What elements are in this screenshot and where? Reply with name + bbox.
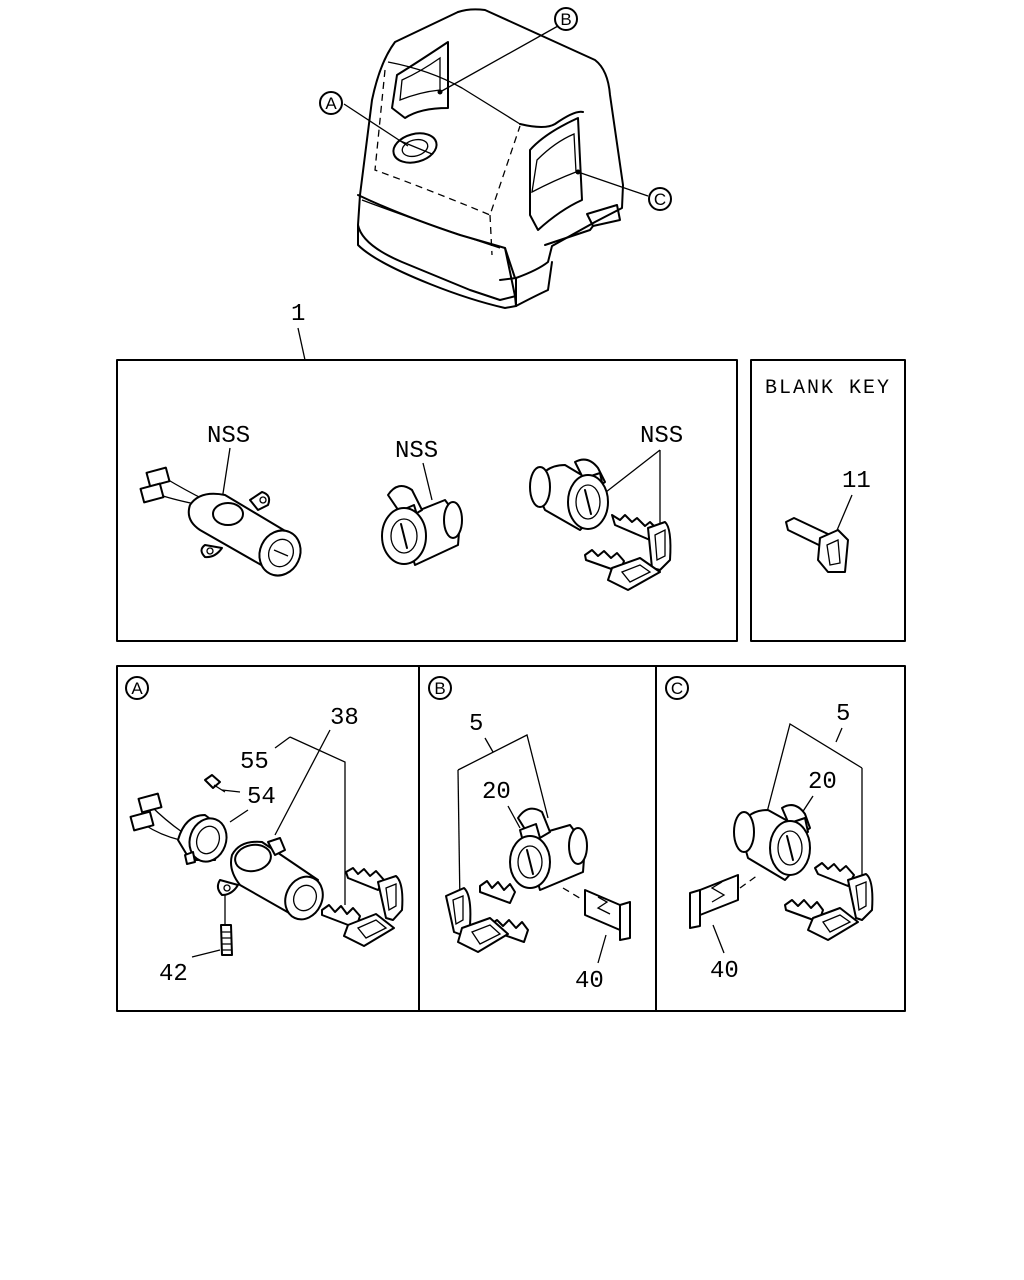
ignition-switch-icon <box>139 466 302 577</box>
door-lock-cylinder-icon <box>509 807 588 891</box>
leader-b-40 <box>597 934 607 964</box>
label-a-42: 42 <box>159 961 188 988</box>
leader-a-54a <box>221 789 241 793</box>
label-c-40: 40 <box>710 958 739 985</box>
leader-a-42 <box>191 949 221 958</box>
svg-text:B: B <box>560 10 571 29</box>
lock-set-box <box>116 359 738 642</box>
leader-b-bracket <box>457 734 549 819</box>
svg-text:C: C <box>654 190 666 209</box>
label-b-5: 5 <box>469 711 483 738</box>
label-a-55: 55 <box>240 749 269 776</box>
assembly-line-b <box>562 887 584 901</box>
retainer-clip-icon <box>584 889 631 941</box>
key-icon <box>457 917 529 953</box>
key-icon <box>321 904 395 947</box>
retainer-clip-icon <box>689 874 739 929</box>
label-nss-2: NSS <box>395 438 438 465</box>
leader-c-bracket <box>765 722 863 817</box>
label-a-54: 54 <box>247 784 276 811</box>
detail-a-callout: A <box>125 676 149 700</box>
label-b-20: 20 <box>482 779 511 806</box>
svg-text:A: A <box>131 679 143 698</box>
leader-c-40 <box>712 924 725 954</box>
label-a-38: 38 <box>330 705 359 732</box>
leader-part-11 <box>834 494 853 536</box>
key-icon <box>584 549 661 591</box>
ignition-switch-icon <box>216 837 324 921</box>
key-icon <box>814 862 874 921</box>
leader-b-left <box>457 769 461 906</box>
blank-key-box <box>750 359 906 642</box>
connector-ring-icon <box>129 792 228 865</box>
leader-nss-2 <box>422 462 433 501</box>
detail-b-callout: B <box>428 676 452 700</box>
label-nss-1: NSS <box>207 423 250 450</box>
leader-nss-1 <box>221 447 231 501</box>
label-part-11: 11 <box>842 468 871 495</box>
leader-b-5 <box>484 737 494 753</box>
blank-key-title: BLANK KEY <box>765 377 891 400</box>
leader-a-bracket-right <box>289 736 346 905</box>
callout-b: B <box>554 7 578 31</box>
leader-a-55 <box>274 736 291 749</box>
label-c-5: 5 <box>836 701 850 728</box>
screw-icon <box>204 774 226 793</box>
door-lock-cylinder-icon <box>733 804 811 881</box>
callout-c: C <box>648 187 672 211</box>
door-lock-with-keys-icon <box>529 458 609 531</box>
leader-nss-3a <box>605 449 661 493</box>
key-icon <box>611 514 672 571</box>
label-c-20: 20 <box>808 769 837 796</box>
leader-a-54b <box>229 809 249 823</box>
assembly-line-c <box>739 874 759 889</box>
label-nss-3: NSS <box>640 423 683 450</box>
label-b-40: 40 <box>575 968 604 995</box>
leader-assembly <box>297 327 306 361</box>
key-icon <box>784 899 859 941</box>
detail-c-callout: C <box>665 676 689 700</box>
label-assembly: 1 <box>291 301 305 328</box>
leader-a-38 <box>274 729 331 836</box>
leader-b-20 <box>507 805 521 829</box>
callout-a: A <box>319 91 343 115</box>
svg-text:A: A <box>325 94 337 113</box>
svg-text:C: C <box>671 679 683 698</box>
key-icon <box>345 867 404 921</box>
door-lock-cylinder-icon <box>381 485 463 566</box>
truck-cab-icon <box>343 8 649 309</box>
svg-text:B: B <box>434 679 445 698</box>
blank-key-icon <box>785 517 849 573</box>
leader-c-5 <box>835 727 843 743</box>
bolt-icon <box>220 895 233 956</box>
detail-box-frame <box>116 665 906 1012</box>
